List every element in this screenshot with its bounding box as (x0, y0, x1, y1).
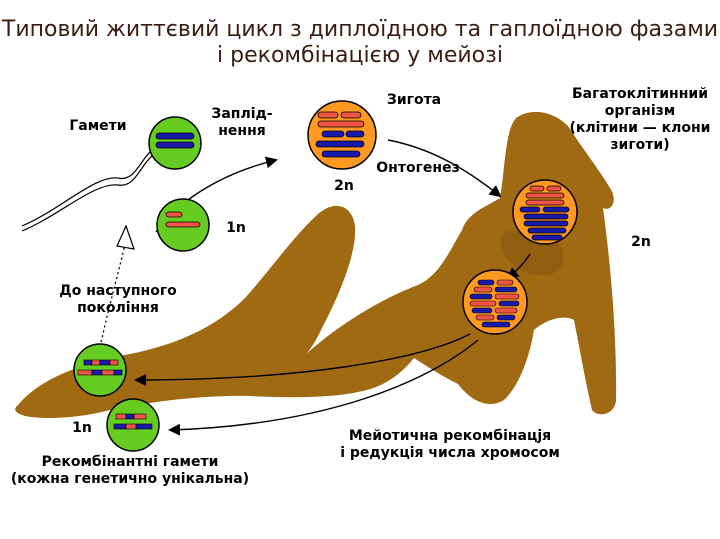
label-meiotic-1: Мейотична рекомбінацjя (349, 428, 551, 444)
arrow-next-generation-line (99, 239, 127, 348)
cell-zygote (307, 100, 377, 170)
label-zygote: Зигота (387, 92, 441, 108)
label-2n-body: 2n (631, 234, 651, 250)
cell-meiosis (462, 269, 528, 335)
title-line-1: Типовий життєвий цикл з диплоїдною та га… (1, 17, 718, 42)
cell-gamete-blue (148, 116, 202, 170)
label-fertilization-2: нення (218, 123, 266, 139)
label-meiotic-2: і редукція числа хромосом (340, 445, 560, 461)
label-1n-top: 1n (226, 220, 246, 236)
label-fertilization-1: Заплід- (211, 106, 272, 122)
cell-gamete-red (156, 198, 210, 252)
label-next-generation-2: покоління (77, 300, 159, 316)
label-organism-1: Багатоклітинний (572, 86, 708, 102)
cell-recombinant-gamete-2 (106, 398, 160, 452)
sperm-tail-outline (21, 155, 153, 232)
label-organism-4: зиготи) (610, 137, 669, 153)
cell-body-diploid (512, 179, 578, 245)
arrow-next-generation-head (116, 224, 135, 250)
arrow-recomb-gamete-2 (168, 339, 479, 436)
label-organism-2: організм (605, 103, 675, 119)
label-1n-bottom: 1n (72, 420, 92, 436)
label-recombinant-2: (кожна генетично унікальна) (11, 471, 249, 487)
label-next-generation-1: До наступного (59, 283, 177, 299)
label-gametes: Гамети (69, 118, 126, 134)
label-recombinant-1: Рекомбінантні гамети (42, 454, 219, 470)
arrow-ontogenesis (387, 139, 502, 198)
cell-recombinant-gamete-1 (73, 343, 127, 397)
title-line-2: і рекомбінацією у мейозі (217, 43, 503, 68)
label-2n-zygote: 2n (334, 178, 354, 194)
label-ontogenesis: Онтогенез (376, 160, 459, 176)
sperm-tail (21, 149, 153, 227)
label-organism-3: (клітини — клони (570, 120, 711, 136)
arrow-recomb-gamete-1 (134, 333, 471, 386)
